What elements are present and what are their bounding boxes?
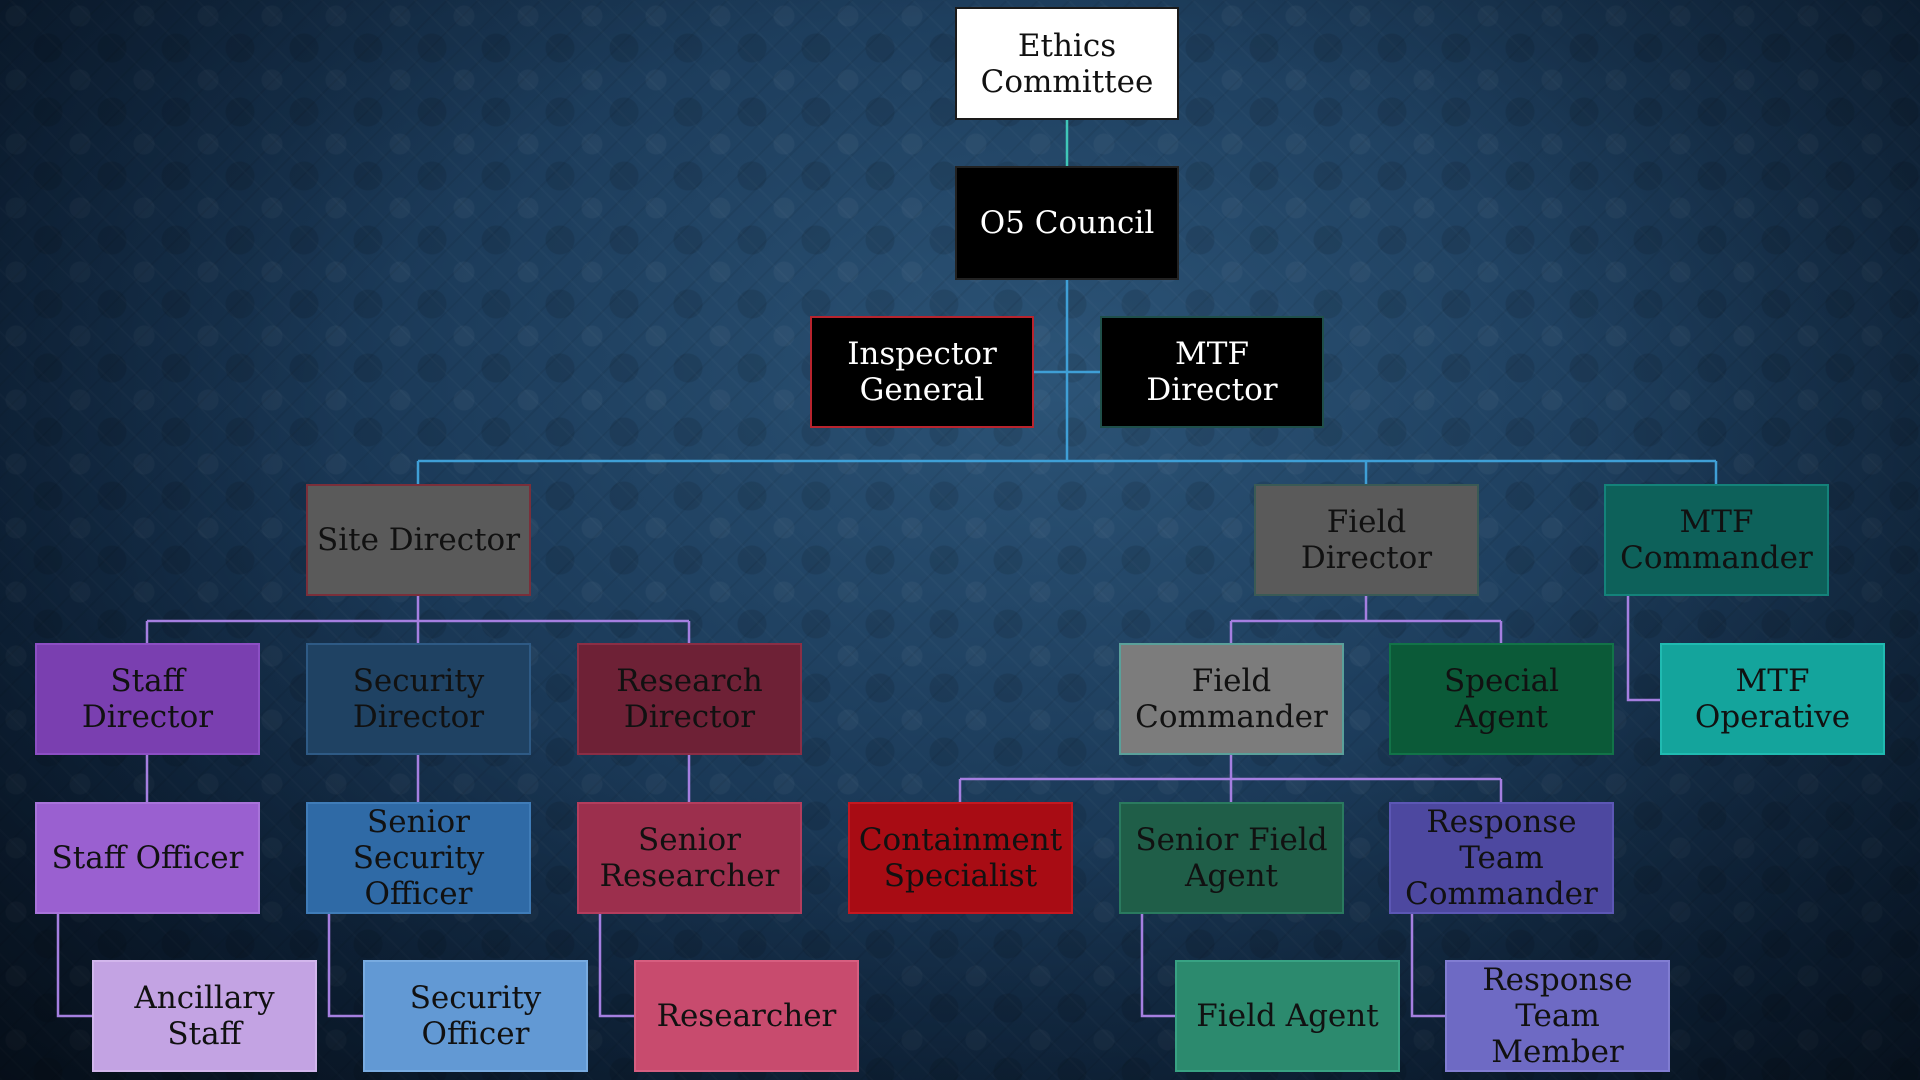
node-label: Special Agent — [1443, 663, 1560, 735]
node-label: MTF Director — [1146, 336, 1278, 408]
node-label: Researcher — [656, 998, 837, 1034]
node-label: Ethics Committee — [980, 27, 1154, 100]
node-special-agent: Special Agent — [1389, 643, 1614, 755]
node-ancillary-staff: Ancillary Staff — [92, 960, 317, 1072]
node-label: O5 Council — [979, 205, 1155, 241]
connector-field-director — [958, 596, 1660, 1018]
node-label: MTF Commander — [1620, 504, 1813, 576]
node-field-commander: Field Commander — [1119, 643, 1344, 755]
node-label: Response Team Commander — [1405, 804, 1598, 912]
node-senior-researcher: Senior Researcher — [577, 802, 802, 914]
node-security-director: Security Director — [306, 643, 531, 755]
node-label: Field Agent — [1196, 998, 1379, 1034]
node-label: MTF Operative — [1694, 663, 1851, 735]
node-site-director: Site Director — [306, 484, 531, 596]
node-ethics-committee: Ethics Committee — [955, 7, 1179, 120]
node-label: Security Officer — [409, 980, 542, 1052]
node-containment-specialist: Containment Specialist — [848, 802, 1073, 914]
node-o5-council: O5 Council — [955, 166, 1179, 280]
node-label: Senior Researcher — [599, 822, 780, 894]
node-label: Security Director — [352, 663, 485, 735]
node-label: Senior Field Agent — [1135, 822, 1328, 894]
node-staff-director: Staff Director — [35, 643, 260, 755]
node-response-team-member: Response Team Member — [1445, 960, 1670, 1072]
node-label: Response Team Member — [1482, 962, 1633, 1070]
node-label: Senior Security Officer — [352, 804, 485, 912]
node-researcher: Researcher — [634, 960, 859, 1072]
node-field-director: Field Director — [1254, 484, 1479, 596]
node-mtf-commander: MTF Commander — [1604, 484, 1829, 596]
node-mtf-operative: MTF Operative — [1660, 643, 1885, 755]
node-label: Field Director — [1300, 504, 1433, 576]
node-senior-security-officer: Senior Security Officer — [306, 802, 531, 914]
node-label: Containment Specialist — [858, 822, 1063, 894]
node-senior-field-agent: Senior Field Agent — [1119, 802, 1344, 914]
connector-o5-branches — [416, 280, 1718, 484]
node-mtf-director: MTF Director — [1100, 316, 1324, 428]
connector-site-director — [56, 596, 691, 1018]
node-security-officer: Security Officer — [363, 960, 588, 1072]
node-staff-officer: Staff Officer — [35, 802, 260, 914]
node-field-agent: Field Agent — [1175, 960, 1400, 1072]
node-label: Field Commander — [1135, 663, 1328, 735]
node-label: Staff Officer — [51, 840, 244, 876]
node-label: Staff Director — [81, 663, 214, 735]
node-response-team-commander: Response Team Commander — [1389, 802, 1614, 914]
node-research-director: Research Director — [577, 643, 802, 755]
node-label: Inspector General — [847, 336, 997, 408]
node-label: Research Director — [616, 663, 763, 735]
node-label: Site Director — [316, 522, 521, 558]
node-label: Ancillary Staff — [134, 980, 275, 1052]
node-inspector-general: Inspector General — [810, 316, 1034, 428]
